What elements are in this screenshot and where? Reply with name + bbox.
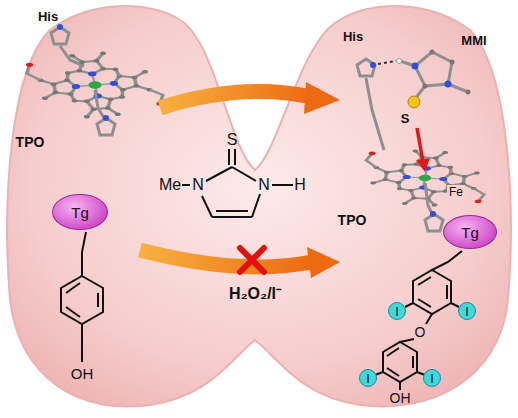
protein-name: Tg (71, 205, 89, 220)
structure-label: His (343, 30, 363, 43)
mmi-structure (182, 149, 293, 217)
structure-label: OH (390, 391, 411, 405)
structure-label: Me (159, 177, 181, 193)
structure-label: OH (71, 366, 94, 381)
structure-label: Fe (447, 185, 465, 199)
structure-label: I (366, 372, 370, 385)
structure-label: S (227, 132, 238, 148)
structure-label: His (38, 10, 58, 23)
protein-oval: Tg (443, 215, 497, 249)
protein-name: Tg (461, 225, 479, 240)
tpo-heme-left (23, 24, 167, 135)
iodine-atoms (360, 303, 476, 387)
structure-label: I (465, 305, 469, 318)
thyronine-structure (375, 251, 462, 390)
structure-label: I (430, 372, 434, 385)
structure-label: TPO (16, 135, 45, 149)
structure-label: S (401, 112, 410, 125)
structure-label: N (192, 177, 204, 193)
structure-label: N (258, 177, 270, 193)
structure-label: I (395, 305, 399, 318)
thyroid-outline (7, 6, 511, 406)
structure-label: O (415, 325, 426, 339)
reaction-arrows (140, 82, 340, 278)
mmi-ball-stick (397, 50, 471, 173)
structure-label: H₂O₂/I⁻ (229, 286, 281, 302)
tpo-heme-right (357, 59, 492, 231)
structure-label: MMI (461, 34, 486, 47)
structure-label: TPO (338, 213, 367, 227)
structure-label: H (294, 177, 306, 193)
protein-oval: Tg (52, 194, 108, 230)
tyrosine-structure (61, 232, 103, 362)
